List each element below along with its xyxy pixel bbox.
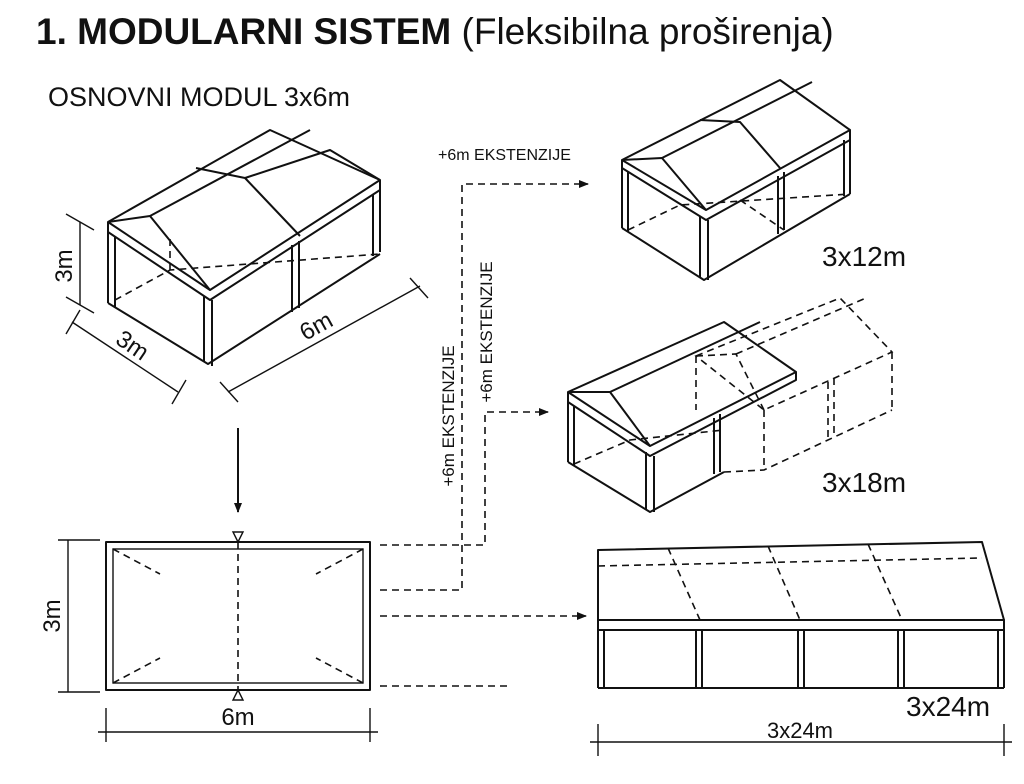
plan-corner-brace	[112, 657, 161, 684]
path-to-3x18	[380, 408, 549, 546]
t24-ridge	[597, 557, 983, 567]
t24-roof	[597, 541, 1005, 621]
t24-seam	[767, 545, 801, 621]
t18-roof-ridge	[609, 321, 761, 393]
title-sub: (Fleksibilna proširenja)	[461, 11, 834, 52]
path-to-3x12	[380, 180, 589, 591]
base-length-label: 6m	[295, 307, 337, 347]
base-length-dim	[227, 285, 421, 393]
extension-label-vertical-2: +6m EKSTENZIJE	[477, 261, 496, 402]
tick	[171, 379, 187, 405]
t12-floor-edge	[621, 193, 851, 281]
plan-width-label: 3m	[39, 599, 66, 632]
extension-label-horizontal: +6m EKSTENZIJE	[438, 147, 571, 164]
base-roof-ridge	[149, 129, 311, 217]
base-module-tent	[65, 129, 429, 405]
t18-eave	[567, 372, 797, 457]
extension-paths	[380, 180, 589, 687]
plan-corner-brace	[315, 657, 364, 684]
t12-roof-ridge	[661, 81, 813, 159]
t24-seam	[667, 547, 701, 621]
tent-3x12	[621, 79, 851, 281]
tent-3x24	[590, 541, 1012, 756]
t12-hidden	[739, 199, 785, 231]
t18-ext-floor	[723, 409, 893, 473]
t12-roof	[621, 79, 851, 211]
tick	[65, 213, 95, 231]
tick	[219, 381, 239, 403]
base-floor-edge	[107, 253, 381, 365]
base-module-heading: OSNOVNI MODUL 3x6m	[48, 82, 351, 112]
t12-roof-seam	[699, 119, 781, 169]
base-width-dim	[71, 321, 179, 393]
tick	[409, 277, 429, 299]
base-height-label: 3m	[51, 249, 78, 282]
base-eave	[107, 180, 381, 301]
t18-hidden-floor	[573, 429, 725, 465]
t12-hidden-floor	[627, 193, 851, 231]
plan-corner-brace	[112, 548, 161, 575]
result-3x12-label: 3x12m	[822, 241, 906, 272]
t18-floor-edge	[567, 461, 725, 513]
t18-roof	[567, 321, 797, 447]
floor-plan	[58, 531, 378, 742]
result-3x18-label: 3x18m	[822, 467, 906, 498]
tent-3x18	[567, 297, 894, 513]
base-roof-seam-2	[244, 149, 381, 181]
plan-length-label: 6m	[221, 704, 254, 731]
result-3x24-label: 3x24m	[906, 691, 990, 722]
t24-seam	[867, 543, 903, 621]
base-roof	[107, 129, 381, 291]
plan-corner-brace	[315, 548, 364, 575]
plan-marker	[231, 688, 245, 701]
t24-eave	[597, 619, 1005, 631]
plan-marker	[231, 531, 245, 544]
base-width-label: 3m	[111, 325, 154, 366]
extension-label-vertical-1: +6m EKSTENZIJE	[439, 345, 458, 486]
tick	[65, 296, 95, 314]
title-main: 1. MODULARNI SISTEM	[36, 11, 452, 52]
tick	[65, 309, 81, 335]
page-title: 1. MODULARNI SISTEM (Fleksibilna prošire…	[36, 11, 834, 53]
t24-length-label: 3x24m	[767, 718, 833, 743]
